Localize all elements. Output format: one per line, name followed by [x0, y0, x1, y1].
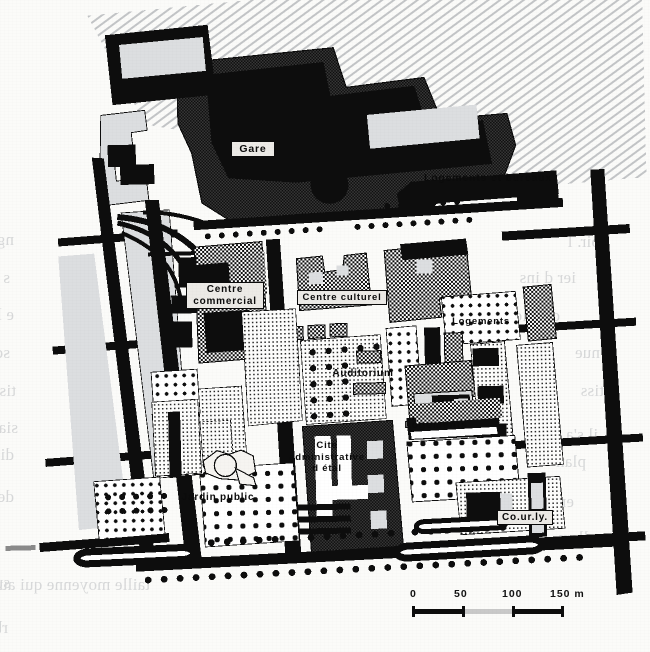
scale-tick-50: 50	[454, 588, 468, 600]
scale-tick-150: 150 m	[550, 588, 585, 600]
scale-tick-mark-0	[412, 606, 415, 617]
scale-bar: 0 50 100 150 m	[410, 588, 600, 632]
scale-tick-0: 0	[410, 588, 417, 600]
scale-tick-mark-50	[462, 606, 465, 617]
map-label-gare: Gare	[231, 141, 275, 157]
map-label-logements-bureaux: Logements et bureaux	[423, 172, 553, 184]
map-label-auditorium: Auditorium	[332, 368, 394, 379]
map-label-jardin-public: Jardin public	[181, 492, 255, 503]
scale-seg-3	[514, 609, 564, 614]
scale-seg-2	[464, 609, 514, 614]
scale-bar-graphic	[412, 606, 572, 617]
scale-tick-100: 100	[502, 588, 523, 600]
scale-bar-tick-labels: 0 50 100 150 m	[410, 588, 600, 602]
scale-tick-mark-100	[512, 606, 515, 617]
map-label-centre-commercial: Centre commercial	[186, 282, 264, 309]
map-label-centre-culturel: Centre culturel	[297, 290, 387, 305]
scale-seg-1	[412, 609, 464, 614]
map-label-logements-ne: Logements	[452, 316, 510, 327]
map-label-cite-admin: Cite administrative d étal	[289, 440, 365, 474]
map-label-courly: Co.ur.ly.	[497, 510, 553, 525]
scale-tick-mark-150	[561, 606, 564, 617]
map-label-logements-e: Logements	[404, 419, 468, 431]
